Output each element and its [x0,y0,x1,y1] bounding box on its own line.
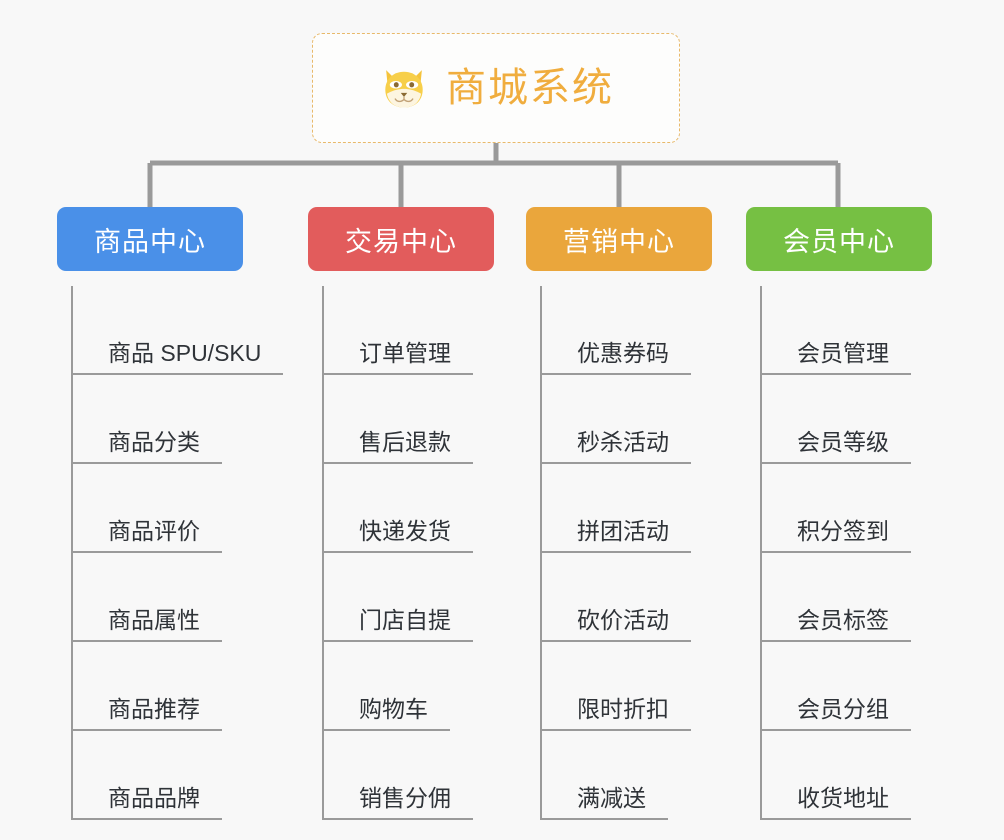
leaf-label: 优惠券码 [541,340,691,375]
leaf-label: 满减送 [541,785,668,820]
list-item[interactable]: 砍价活动 [541,553,712,642]
branch-items-2: 订单管理 售后退款 快递发货 门店自提 购物车 销售分佣 [308,286,494,820]
branch-spine-3 [540,286,542,820]
leaf-label: 砍价活动 [541,607,691,642]
list-item[interactable]: 商品 SPU/SKU [72,286,284,375]
leaf-label: 拼团活动 [541,518,691,553]
list-item[interactable]: 拼团活动 [541,464,712,553]
leaf-label: 会员管理 [761,340,911,375]
leaf-label: 商品分类 [72,429,222,464]
leaf-label: 秒杀活动 [541,429,691,464]
list-item[interactable]: 优惠券码 [541,286,712,375]
list-item[interactable]: 商品品牌 [72,731,283,820]
branch-spine-1 [71,286,73,820]
list-item[interactable]: 销售分佣 [323,731,494,820]
list-item[interactable]: 积分签到 [761,464,932,553]
leaf-label: 快递发货 [323,518,473,553]
list-item[interactable]: 收货地址 [761,731,932,820]
leaf-label: 会员标签 [761,607,911,642]
leaf-label: 商品评价 [72,518,222,553]
branch-header-1[interactable]: 商品中心 [57,207,243,271]
list-item[interactable]: 订单管理 [323,286,494,375]
leaf-label: 商品属性 [72,607,222,642]
leaf-label: 积分签到 [761,518,911,553]
leaf-label: 订单管理 [323,340,473,375]
leaf-label: 会员等级 [761,429,911,464]
leaf-label: 收货地址 [761,785,911,820]
branch-header-3[interactable]: 营销中心 [526,207,712,271]
branch-header-4[interactable]: 会员中心 [746,207,932,271]
list-item[interactable]: 商品分类 [72,375,283,464]
list-item[interactable]: 快递发货 [323,464,494,553]
list-item[interactable]: 门店自提 [323,553,494,642]
root-title: 商城系统 [446,66,614,110]
list-item[interactable]: 秒杀活动 [541,375,712,464]
leaf-label: 商品品牌 [72,785,222,820]
list-item[interactable]: 会员管理 [761,286,932,375]
branch-spine-2 [322,286,324,820]
root-node[interactable]: 商城系统 [312,33,680,143]
list-item[interactable]: 商品评价 [72,464,283,553]
leaf-label: 限时折扣 [541,696,691,731]
list-item[interactable]: 售后退款 [323,375,494,464]
list-item[interactable]: 商品属性 [72,553,283,642]
shiba-dog-face-icon [385,70,423,108]
list-item[interactable]: 商品推荐 [72,642,283,731]
branch-column-1: 商品中心 商品 SPU/SKU 商品分类 商品评价 商品属性 商品推荐 商品品牌 [57,207,284,820]
leaf-label: 商品推荐 [72,696,222,731]
leaf-label: 售后退款 [323,429,473,464]
branch-items-3: 优惠券码 秒杀活动 拼团活动 砍价活动 限时折扣 满减送 [526,286,712,820]
list-item[interactable]: 购物车 [323,642,494,731]
branch-items-1: 商品 SPU/SKU 商品分类 商品评价 商品属性 商品推荐 商品品牌 [57,286,284,820]
leaf-label: 商品 SPU/SKU [72,340,284,375]
list-item[interactable]: 满减送 [541,731,712,820]
leaf-label: 购物车 [323,696,450,731]
list-item[interactable]: 限时折扣 [541,642,712,731]
branch-items-4: 会员管理 会员等级 积分签到 会员标签 会员分组 收货地址 [746,286,932,820]
branch-column-3: 营销中心 优惠券码 秒杀活动 拼团活动 砍价活动 限时折扣 满减送 [526,207,712,820]
leaf-label: 门店自提 [323,607,473,642]
leaf-label: 销售分佣 [323,785,473,820]
list-item[interactable]: 会员分组 [761,642,932,731]
branch-column-4: 会员中心 会员管理 会员等级 积分签到 会员标签 会员分组 收货地址 [746,207,932,820]
branch-header-2[interactable]: 交易中心 [308,207,494,271]
list-item[interactable]: 会员等级 [761,375,932,464]
branch-spine-4 [760,286,762,820]
leaf-label: 会员分组 [761,696,911,731]
branch-column-2: 交易中心 订单管理 售后退款 快递发货 门店自提 购物车 销售分佣 [308,207,494,820]
list-item[interactable]: 会员标签 [761,553,932,642]
